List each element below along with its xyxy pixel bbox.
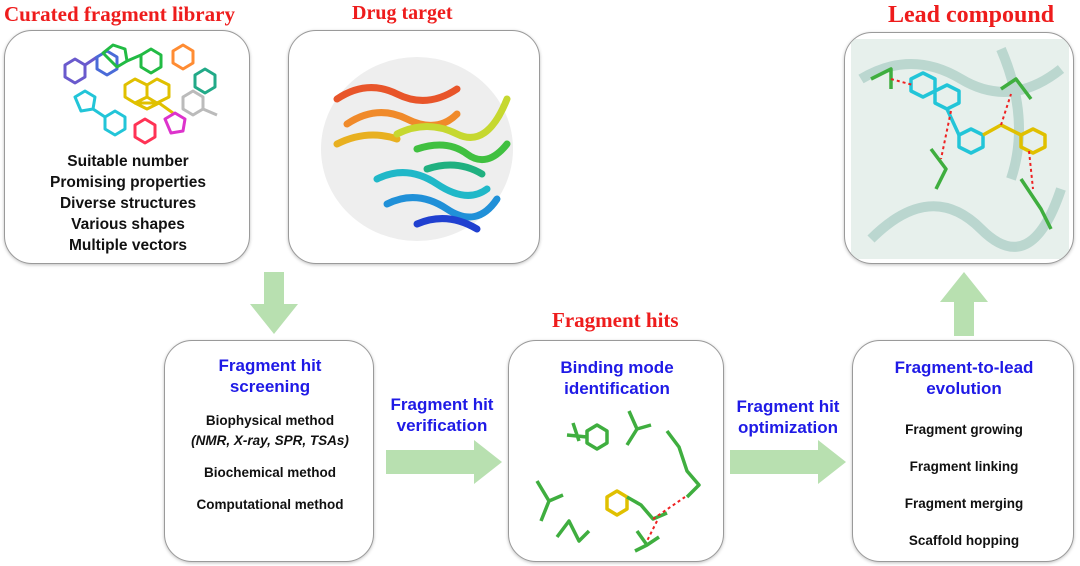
optimization-arrow	[730, 440, 846, 484]
screening-method-computational: Computational method	[196, 497, 344, 512]
target-box	[288, 30, 540, 264]
optimization-label-line: optimization	[737, 418, 839, 437]
screening-method-biophysical-detail: (NMR, X-ray, SPR, TSAs)	[191, 433, 349, 448]
library-property-item: Suitable number	[67, 153, 189, 170]
evolution-strategies: Fragment growing Fragment linking Fragme…	[853, 411, 1073, 559]
evolution-title-line: Fragment-to-lead	[894, 358, 1034, 377]
evolution-box: Fragment-to-lead evolution Fragment grow…	[852, 340, 1074, 562]
screening-methods: Biophysical method (NMR, X-ray, SPR, TSA…	[165, 411, 373, 515]
verification-label: Fragment hit verification	[382, 394, 502, 436]
screening-method-biophysical: Biophysical method	[205, 413, 335, 428]
down-arrow	[250, 272, 298, 334]
verification-label-line: verification	[396, 416, 488, 435]
binding-box: Binding mode identification	[508, 340, 724, 562]
evolution-strategy-item: Fragment linking	[909, 459, 1019, 474]
verification-label-line: Fragment hit	[390, 395, 494, 414]
lead-box	[844, 32, 1074, 264]
screening-box: Fragment hit screening Biophysical metho…	[164, 340, 374, 562]
binding-title: Binding mode identification	[509, 357, 723, 399]
evolution-strategy-item: Fragment growing	[905, 422, 1023, 437]
binding-title-line: Binding mode	[560, 358, 674, 377]
verification-arrow	[386, 440, 502, 484]
screening-title: Fragment hit screening	[165, 355, 373, 397]
lead-title: Lead compound	[888, 2, 1055, 28]
library-property-item: Diverse structures	[59, 195, 197, 212]
lead-complex-illustration	[851, 39, 1069, 259]
screening-title-line: Fragment hit	[218, 356, 322, 375]
evolution-strategy-item: Scaffold hopping	[908, 533, 1020, 548]
library-property-item: Multiple vectors	[69, 237, 187, 254]
library-property-item: Promising properties	[50, 174, 206, 191]
screening-method-biochemical: Biochemical method	[203, 465, 337, 480]
library-title: Curated fragment library	[4, 2, 235, 26]
binding-fragments-illustration	[535, 410, 701, 553]
binding-title-line: identification	[564, 379, 670, 398]
evolution-strategy-item: Fragment merging	[904, 496, 1024, 511]
fragment-molecules-illustration	[63, 43, 218, 145]
hits-title: Fragment hits	[552, 308, 679, 332]
library-property-item: Various shapes	[71, 216, 185, 233]
library-properties: Suitable number Promising properties Div…	[5, 151, 249, 256]
library-box: Suitable number Promising properties Div…	[4, 30, 250, 264]
optimization-label: Fragment hit optimization	[726, 396, 850, 438]
optimization-label-line: Fragment hit	[736, 397, 840, 416]
protein-ribbon-illustration	[321, 57, 513, 241]
up-arrow	[940, 272, 988, 336]
evolution-title-line: evolution	[926, 379, 1002, 398]
screening-title-line: screening	[229, 377, 311, 396]
evolution-title: Fragment-to-lead evolution	[853, 357, 1073, 399]
target-title: Drug target	[352, 2, 453, 24]
